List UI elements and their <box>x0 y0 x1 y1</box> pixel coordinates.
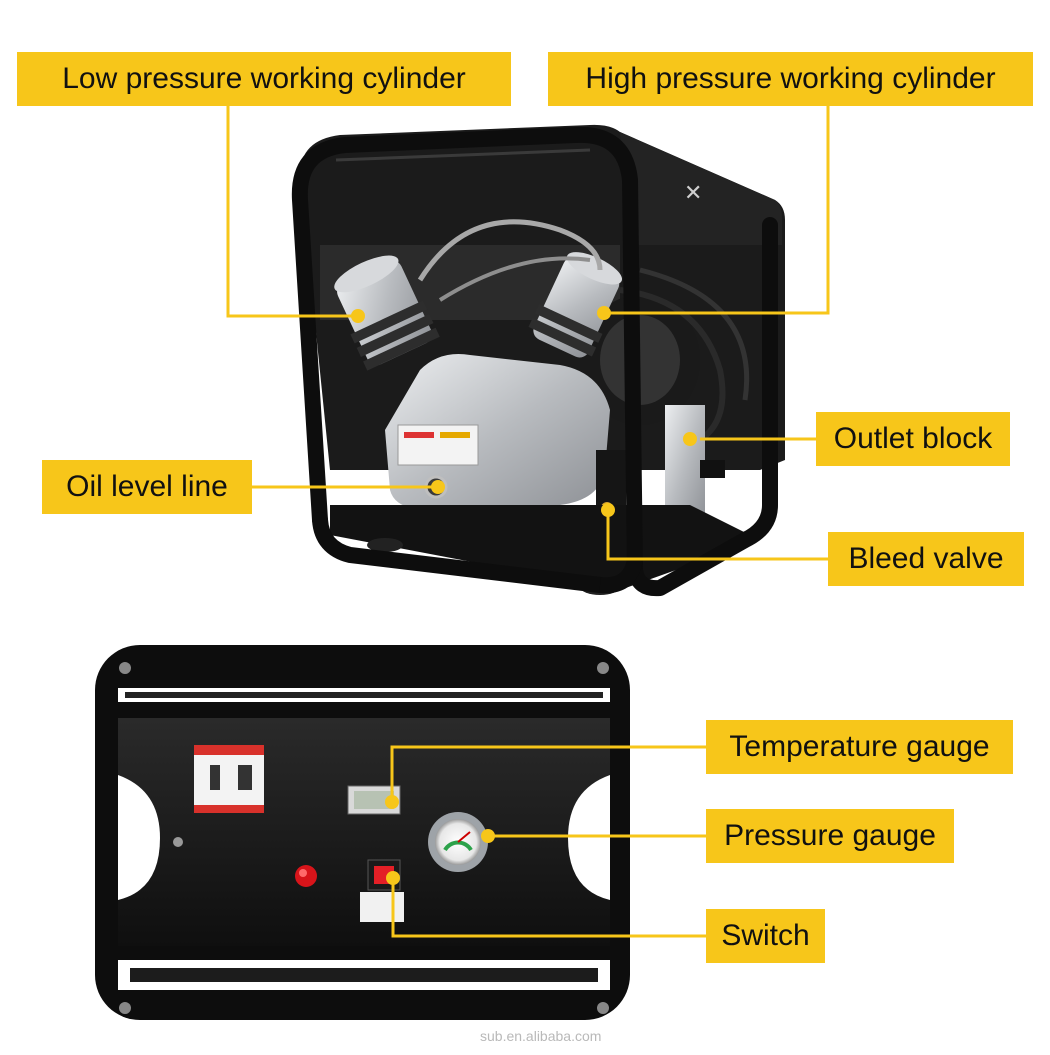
callout-temperature-gauge-text: Temperature gauge <box>729 730 990 763</box>
callout-oil-level-line-text: Oil level line <box>66 470 228 503</box>
callout-bleed-valve: Bleed valve <box>828 532 1024 586</box>
callout-high-pressure-cylinder: High pressure working cylinder <box>548 52 1033 106</box>
callout-pressure-gauge: Pressure gauge <box>706 809 954 863</box>
callout-low-pressure-cylinder-text: Low pressure working cylinder <box>62 62 466 95</box>
compressor-unit-front-view <box>95 645 630 1020</box>
leader-lines <box>226 106 830 938</box>
watermark: sub.en.alibaba.com <box>480 1028 602 1044</box>
leader-dots <box>351 306 697 885</box>
callout-pressure-gauge-text: Pressure gauge <box>724 819 936 852</box>
callout-oil-level-line: Oil level line <box>42 460 252 514</box>
callout-switch-text: Switch <box>721 919 810 952</box>
callout-temperature-gauge: Temperature gauge <box>706 720 1013 774</box>
callout-bleed-valve-text: Bleed valve <box>848 542 1004 575</box>
callout-high-pressure-cylinder-text: High pressure working cylinder <box>585 62 996 95</box>
callout-low-pressure-cylinder: Low pressure working cylinder <box>17 52 511 106</box>
compressor-unit-side-view: ✕ <box>291 124 785 597</box>
svg-text:✕: ✕ <box>684 181 702 206</box>
callout-outlet-block: Outlet block <box>816 412 1010 466</box>
callout-switch: Switch <box>706 909 825 963</box>
callout-outlet-block-text: Outlet block <box>833 422 993 455</box>
